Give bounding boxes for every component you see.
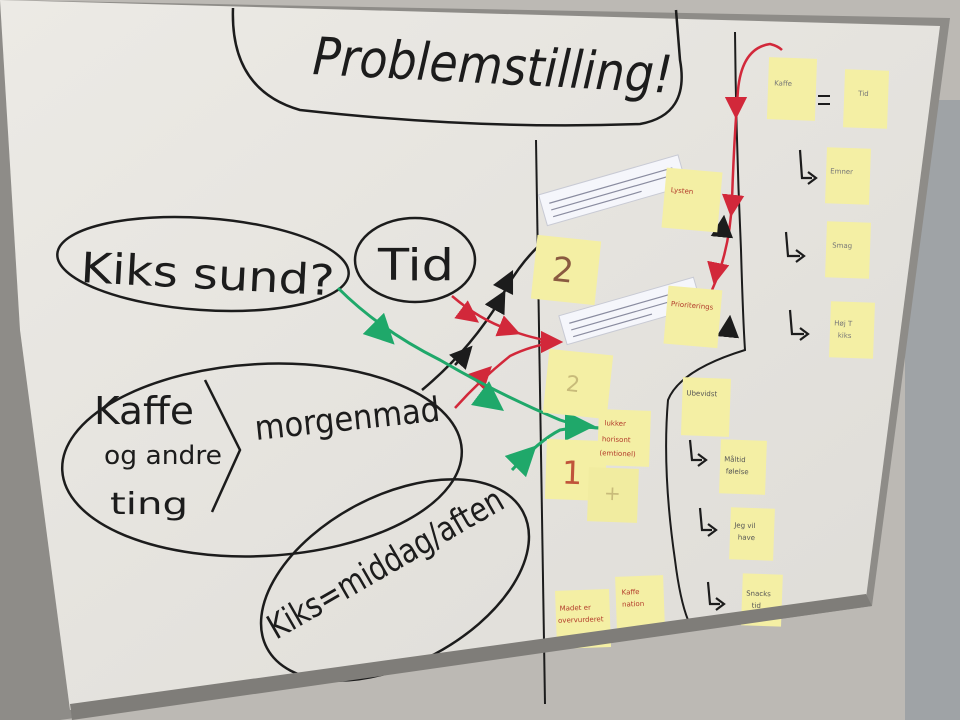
title-bubble (231, 7, 683, 127)
bubble-kaffe-text: Kaffe (94, 389, 194, 433)
corner-arrow-marks (688, 149, 818, 611)
sticky-2-top-text: 2 (550, 250, 576, 292)
sticky-right-tid-text: Tid (857, 90, 869, 98)
sticky-ubevidst-text: Ubevidst (686, 389, 717, 398)
red-flow-marker-2 (721, 193, 745, 218)
bubble-ting-text: ting (110, 487, 188, 522)
printed-strip-top (537, 154, 688, 227)
board-tray (70, 594, 872, 720)
green-arrow-marker-3 (504, 445, 537, 478)
brace-mark (203, 379, 242, 513)
bubble-tid-text: Tid (377, 240, 454, 291)
sticky-right-smag-text: Smag (832, 241, 852, 250)
green-arrow-marker-2 (471, 381, 504, 411)
sticky-note-right-hoj: Høj T kiks (829, 301, 875, 359)
sticky-kaffe-nation-line2: nation (622, 600, 644, 609)
sticky-madet-line1: Madet er (560, 604, 592, 613)
sticky-jeg-line1: Jeg vil (733, 521, 755, 530)
sticky-note-maltid: Måltid følelse (719, 439, 767, 495)
sticky-note-prioriterings: Prioriterings (663, 285, 723, 349)
sticky-lukker-line2: horisont (602, 435, 631, 444)
sticky-note-2-top: 2 (530, 234, 602, 306)
black-arrow-marker-1 (449, 345, 473, 370)
sticky-2-mid-text: 2 (565, 372, 582, 398)
sticky-lukker-line3: (emtionel) (599, 449, 636, 458)
black-arrow-morgenmad-to-2 (421, 237, 549, 391)
black-arrow-marker-2 (492, 269, 514, 296)
red-arrow-marker-1 (454, 300, 479, 323)
sticky-right-emner-text: Emner (830, 167, 853, 176)
sticky-plus-text: + (604, 481, 622, 506)
red-flow-marker-3 (707, 260, 730, 286)
bubble-og-andre-text: og andre (104, 441, 222, 471)
sticky-note-2-mid: 2 (542, 348, 614, 420)
sticky-snacks-line1: Snacks (746, 589, 771, 598)
sticky-right-kaffe-text: Kaffe (774, 79, 792, 88)
sticky-maltid-line1: Måltid (724, 454, 746, 464)
sticky-madet-line2: overvurderet (558, 615, 604, 625)
black-flow-marker-1 (710, 214, 734, 239)
sticky-note-plus: + (587, 467, 639, 523)
sticky-snacks-line2: tid (752, 602, 761, 610)
red-arrow-morgenmad-to-2 (454, 340, 557, 409)
sticky-kaffe-nation-line1: Kaffe (622, 588, 640, 597)
bubble-tid (353, 216, 477, 304)
red-arrow-marker-2 (495, 315, 521, 337)
sticky-1-text: 1 (561, 454, 583, 493)
sticky-note-lysten: Lysten (661, 167, 723, 233)
sticky-note-ubevidst: Ubevidst (680, 377, 731, 437)
sticky-jeg-line2: have (738, 534, 755, 543)
sticky-prioriterings-text: Prioriterings (671, 300, 714, 312)
divider-right (665, 31, 747, 621)
sticky-lysten-text: Lysten (670, 186, 693, 196)
sticky-right-hoj-line2: kiks (838, 332, 852, 340)
sticky-note-kaffe-nation: Kaffe nation (615, 575, 666, 633)
sticky-note-lukker: lukker horisont (emtionel) (597, 409, 651, 467)
green-arrow-marker-1 (362, 312, 395, 345)
bubble-kiks-sund (56, 215, 350, 313)
sticky-lukker-line1: lukker (604, 419, 626, 428)
bubble-kaffe-morgenmad (60, 362, 464, 558)
sticky-note-right-kaffe: Kaffe (766, 57, 818, 121)
sticky-maltid-line2: følelse (726, 467, 749, 476)
sticky-note-right-tid: Tid (843, 69, 890, 129)
sticky-note-right-emner: Emner (825, 147, 871, 205)
sticky-note-jeg-vil: Jeg vil have (729, 507, 775, 561)
sticky-right-hoj-line1: Høj T (834, 319, 853, 328)
equals-mark (818, 95, 830, 105)
black-flow-marker-2 (716, 314, 740, 339)
sticky-note-right-smag: Smag (825, 221, 871, 279)
